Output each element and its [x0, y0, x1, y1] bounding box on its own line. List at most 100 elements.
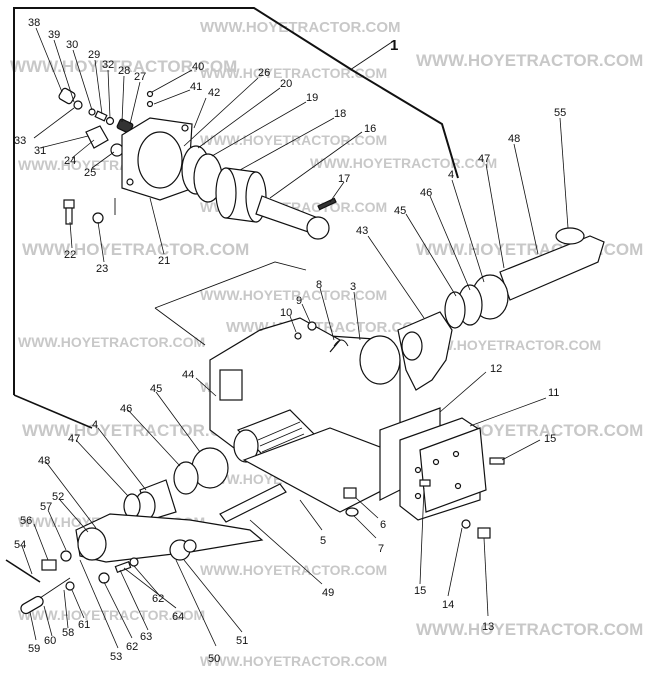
callout-30: 30 — [66, 39, 78, 51]
watermark: WWW.HOYETRACTOR.COM — [18, 334, 205, 350]
callout-31: 31 — [34, 145, 46, 157]
callout-24: 24 — [64, 155, 76, 167]
callout-7: 7 — [378, 543, 384, 555]
callout-50: 50 — [208, 653, 220, 665]
leader-lines — [21, 27, 569, 649]
nut-50 — [183, 539, 197, 553]
callout-63: 63 — [140, 631, 152, 643]
callout-15: 15 — [544, 433, 556, 445]
callout-53: 53 — [110, 651, 122, 663]
plug-9 — [307, 321, 317, 331]
callout-56: 56 — [20, 515, 32, 527]
lift-arm-hub — [77, 527, 107, 561]
callout-1: 1 — [390, 37, 398, 54]
washer-7 — [345, 507, 359, 517]
seat — [105, 116, 115, 126]
callout-15: 15 — [414, 585, 426, 597]
spring-64 — [114, 561, 132, 573]
callout-6: 6 — [380, 519, 386, 531]
callout-11: 11 — [548, 387, 559, 399]
washer-10 — [294, 332, 302, 340]
bolt-56 — [41, 559, 57, 571]
spring — [94, 110, 108, 122]
callout-9: 9 — [296, 295, 302, 307]
stud — [419, 479, 431, 487]
head-bore — [137, 131, 183, 189]
axle-housing-right — [397, 227, 605, 391]
pin — [317, 197, 337, 211]
seal-46 — [173, 461, 199, 495]
callout-3: 3 — [350, 281, 356, 293]
watermark: WWW.HOYETRACTOR.COM — [416, 620, 643, 639]
callout-40: 40 — [192, 61, 204, 73]
splined-shaft-end — [233, 429, 259, 463]
bolt-group-left — [63, 199, 104, 225]
callout-4: 4 — [448, 169, 454, 181]
watermark: WWW.HOYETRACTOR.COM — [200, 19, 401, 36]
lever-knob-59 — [20, 595, 44, 615]
o-ring-47 — [123, 493, 141, 519]
watermark: WWW.HOYETRACTOR.COM — [200, 287, 387, 303]
callout-46: 46 — [420, 187, 432, 199]
piston-face — [215, 167, 237, 219]
washer-62 — [98, 572, 110, 584]
housing-flange — [219, 369, 243, 401]
watermark: WWW.HOYETRACTOR.COM — [22, 240, 249, 259]
callout-47: 47 — [478, 153, 490, 165]
callout-38: 38 — [28, 17, 40, 29]
callout-10: 10 — [280, 307, 292, 319]
callout-48: 48 — [38, 455, 50, 467]
callout-18: 18 — [334, 108, 346, 120]
callout-21: 21 — [158, 255, 170, 267]
callout-61: 61 — [78, 619, 90, 631]
assembly-bracket-line — [13, 7, 459, 395]
callout-5: 5 — [320, 535, 326, 547]
callout-labels: 38 39 30 29 32 28 27 40 41 42 26 20 19 1… — [14, 17, 566, 665]
callout-17: 17 — [338, 173, 350, 185]
rod-end — [306, 216, 330, 240]
callout-28: 28 — [118, 65, 130, 77]
callout-47: 47 — [68, 433, 80, 445]
hole — [414, 466, 422, 474]
watermark: WWW.HOYETRACTOR.COM — [200, 562, 387, 578]
adapter-nut — [85, 125, 109, 149]
callout-54: 54 — [14, 539, 26, 551]
callout-14: 14 — [442, 599, 454, 611]
callout-13: 13 — [482, 621, 494, 633]
callout-57: 57 — [40, 501, 52, 513]
bolt-13 — [477, 527, 491, 539]
lever-shaft — [39, 577, 71, 599]
watermark: WWW.HOYETRACTOR.COM — [10, 57, 237, 76]
callout-12: 12 — [490, 363, 502, 375]
watermark: WWW.HOYETRACTOR.COM — [416, 51, 643, 70]
callout-41: 41 — [190, 81, 202, 93]
callout-58: 58 — [62, 627, 74, 639]
callout-26: 26 — [258, 67, 270, 79]
callout-62: 62 — [126, 641, 138, 653]
callout-29: 29 — [88, 49, 100, 61]
hole — [454, 482, 462, 490]
guide-line — [154, 261, 307, 309]
piston — [215, 167, 267, 223]
callout-22: 22 — [64, 249, 76, 261]
callout-33: 33 — [14, 135, 26, 147]
o-ring — [73, 100, 83, 110]
washer-61 — [65, 581, 75, 591]
spring-rod-54 — [5, 559, 41, 583]
callout-43: 43 — [356, 225, 368, 237]
housing-bore — [359, 335, 401, 385]
callout-32: 32 — [102, 59, 114, 71]
bolt-head — [63, 199, 75, 209]
clip — [333, 339, 349, 347]
callout-27: 27 — [134, 71, 146, 83]
hole — [452, 450, 460, 458]
callout-62: 62 — [152, 593, 164, 605]
callout-45: 45 — [394, 205, 406, 217]
watermark: WWW.HOYETRACTOR.COM — [414, 337, 601, 353]
washer — [92, 212, 104, 224]
bolt-shank — [65, 207, 73, 225]
callout-44: 44 — [182, 369, 194, 381]
callout-55: 55 — [554, 107, 566, 119]
callout-20: 20 — [280, 78, 292, 90]
